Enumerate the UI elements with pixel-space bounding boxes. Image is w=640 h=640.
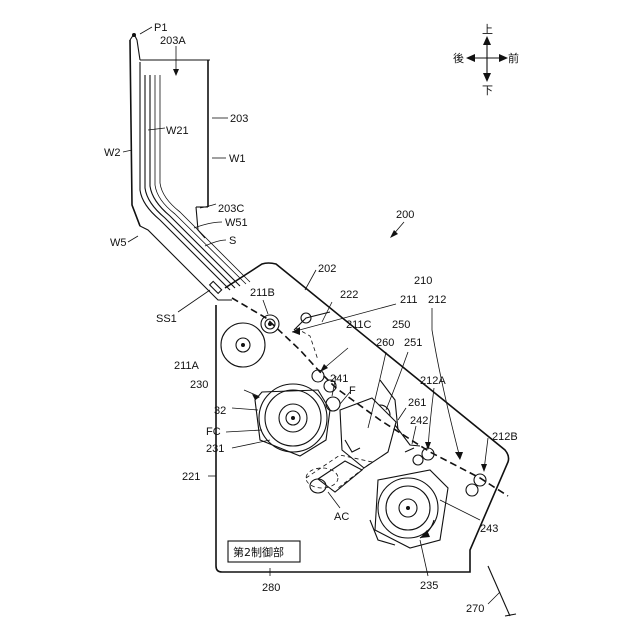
label-203a: 203A bbox=[160, 35, 186, 47]
label-p1: P1 bbox=[154, 22, 167, 34]
label-260: 260 bbox=[376, 337, 394, 349]
label-212: 212 bbox=[428, 294, 446, 306]
label-280: 280 bbox=[262, 582, 280, 594]
label-ac: AC bbox=[334, 511, 349, 523]
label-210: 210 bbox=[414, 275, 432, 287]
label-261: 261 bbox=[408, 397, 426, 409]
label-235: 235 bbox=[420, 580, 438, 592]
label-w2: W2 bbox=[104, 147, 121, 159]
label-211c: 211C bbox=[346, 319, 372, 331]
control-box-label: 第2制御部 bbox=[233, 545, 284, 559]
compass-up-label: 上 bbox=[482, 23, 493, 36]
label-203c: 203C bbox=[218, 203, 244, 215]
label-270: 270 bbox=[466, 603, 484, 615]
label-w51: W51 bbox=[225, 217, 248, 229]
label-211b: 211B bbox=[250, 287, 275, 299]
label-251: 251 bbox=[404, 337, 422, 349]
label-211: 211 bbox=[400, 294, 418, 306]
label-212b: 212B bbox=[492, 431, 518, 443]
label-w5: W5 bbox=[110, 237, 127, 249]
label-243: 243 bbox=[480, 523, 498, 535]
label-f: F bbox=[349, 385, 356, 397]
label-fc: FC bbox=[206, 426, 221, 438]
label-w1: W1 bbox=[229, 153, 246, 165]
label-222: 222 bbox=[340, 289, 358, 301]
label-231: 231 bbox=[206, 443, 224, 455]
compass-front-label: 前 bbox=[508, 51, 519, 65]
label-32: 32 bbox=[214, 405, 226, 417]
label-211a: 211A bbox=[174, 360, 200, 372]
label-200: 200 bbox=[396, 209, 414, 221]
control-box-280: 第2制御部 bbox=[228, 541, 300, 562]
label-241: 241 bbox=[330, 373, 348, 385]
label-s: S bbox=[229, 235, 236, 247]
label-w21: W21 bbox=[166, 125, 189, 137]
label-221: 221 bbox=[182, 471, 200, 483]
label-250: 250 bbox=[392, 319, 410, 331]
direction-compass: 上 下 後 前 bbox=[453, 23, 519, 97]
leader-lines bbox=[123, 27, 516, 616]
hopper-203 bbox=[130, 33, 250, 300]
label-ss1: SS1 bbox=[156, 313, 177, 325]
label-202: 202 bbox=[318, 263, 336, 275]
compass-down-label: 下 bbox=[482, 84, 493, 97]
compass-back-label: 後 bbox=[453, 51, 464, 65]
label-242: 242 bbox=[410, 415, 428, 427]
label-230: 230 bbox=[190, 379, 208, 391]
label-212a: 212A bbox=[420, 375, 446, 387]
label-203: 203 bbox=[230, 113, 248, 125]
